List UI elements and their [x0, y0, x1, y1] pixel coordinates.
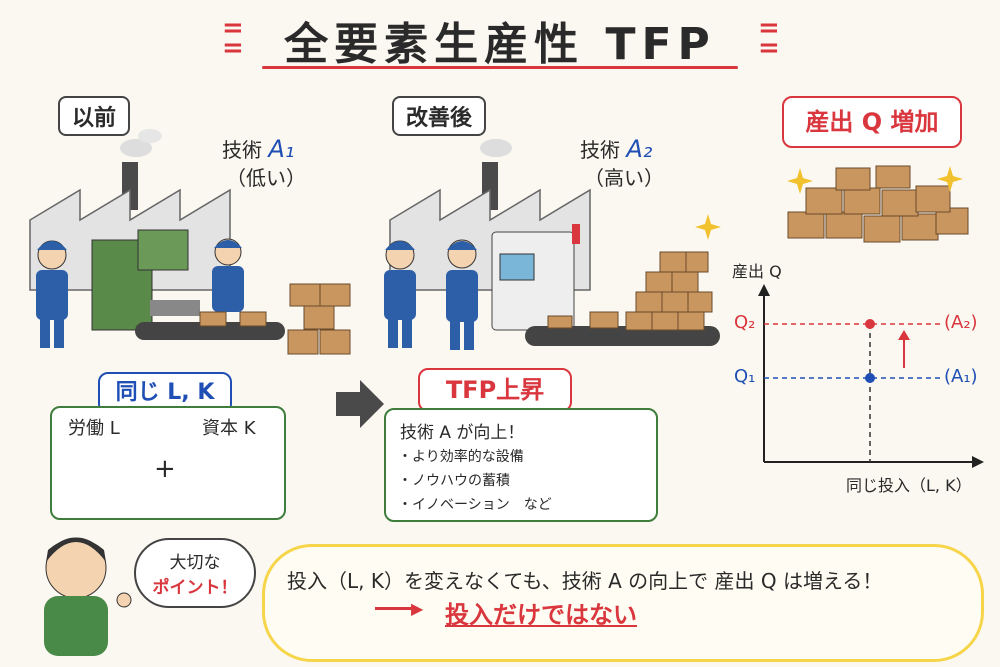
tech-panel: 技術 A が向上！ ・より効率的な設備 ・ノウハウの蓄積 ・イノベーション など: [384, 408, 658, 522]
worker-icon: [36, 240, 68, 348]
boy-icon: [44, 537, 132, 656]
chart-plot: [758, 284, 984, 468]
chart-xlabel: 同じ投入（L, K）: [846, 476, 972, 495]
main-message: 投入（L, K）を変えなくても、技術 A の向上で 産出 Q は増える！: [287, 569, 883, 593]
chart-ytick-q1: Q₁: [734, 366, 756, 387]
chart-ylabel: 産出 Q: [732, 262, 782, 281]
tech-item-3: ・イノベーション など: [398, 497, 552, 513]
chart-line-label-a1: (A₁): [944, 366, 978, 387]
title-dash-right: ==: [758, 13, 780, 63]
output-increase-bubble: 産出 Q 増加: [782, 96, 962, 148]
machine-icon: [91, 229, 200, 331]
tech-item-1: ・より効率的な設備: [398, 449, 524, 465]
tech-panel-heading: 技術 A が向上！: [400, 423, 525, 443]
box-icon: [787, 165, 969, 243]
after-tech-symbol: A₂: [626, 135, 653, 163]
worker-icon: [212, 238, 244, 312]
title-underline: [262, 66, 738, 69]
before-tech-symbol: A₁: [268, 135, 295, 163]
tfp-rise-bubble: TFP上昇: [418, 368, 572, 412]
before-tech-label: 技術 A₁: [222, 135, 295, 163]
worker-icon: [446, 239, 478, 350]
chart-ytick-q2: Q₂: [734, 312, 756, 333]
chart-line-label-a2: (A₂): [944, 312, 978, 333]
title-dash-left: ==: [222, 13, 244, 63]
after-tech-note: （高い）: [584, 166, 664, 190]
before-tech-note: （低い）: [226, 166, 306, 190]
worker-icon: [384, 240, 416, 348]
page-title: 全要素生産性 TFP: [284, 19, 716, 70]
message-cloud: 投入（L, K）を変えなくても、技術 A の向上で 産出 Q は増える！ ▶ 投…: [262, 544, 984, 662]
plus-sign: +: [154, 454, 176, 484]
chart-point-1: [865, 319, 875, 329]
box-icon: [547, 251, 713, 331]
arrow-head-icon: ▶: [411, 599, 424, 618]
arrow-right-icon: [336, 380, 384, 428]
tech-item-2: ・ノウハウの蓄積: [398, 473, 510, 489]
after-tech-label: 技術 A₂: [580, 135, 653, 163]
conveyor-icon: [525, 326, 720, 346]
capital-label: 資本 K: [202, 418, 256, 439]
key-point-bubble: 大切な ポイント！: [134, 538, 256, 608]
box-icon: [199, 283, 351, 355]
chart-point-2: [865, 373, 875, 383]
key-point-line1: 大切な: [169, 553, 221, 573]
key-point-line2: ポイント！: [152, 578, 238, 598]
inputs-panel: 労働 L + 資本 K: [50, 406, 286, 520]
sparkle-icon: [787, 166, 963, 194]
after-tag: 改善後: [392, 96, 487, 136]
arrow-right-icon: [375, 607, 415, 610]
before-tag: 以前: [58, 96, 131, 136]
emphasis-message: 投入だけではない: [445, 601, 637, 629]
sparkle-icon: [695, 214, 721, 240]
labor-label: 労働 L: [68, 418, 120, 439]
machine-icon: [491, 224, 580, 331]
